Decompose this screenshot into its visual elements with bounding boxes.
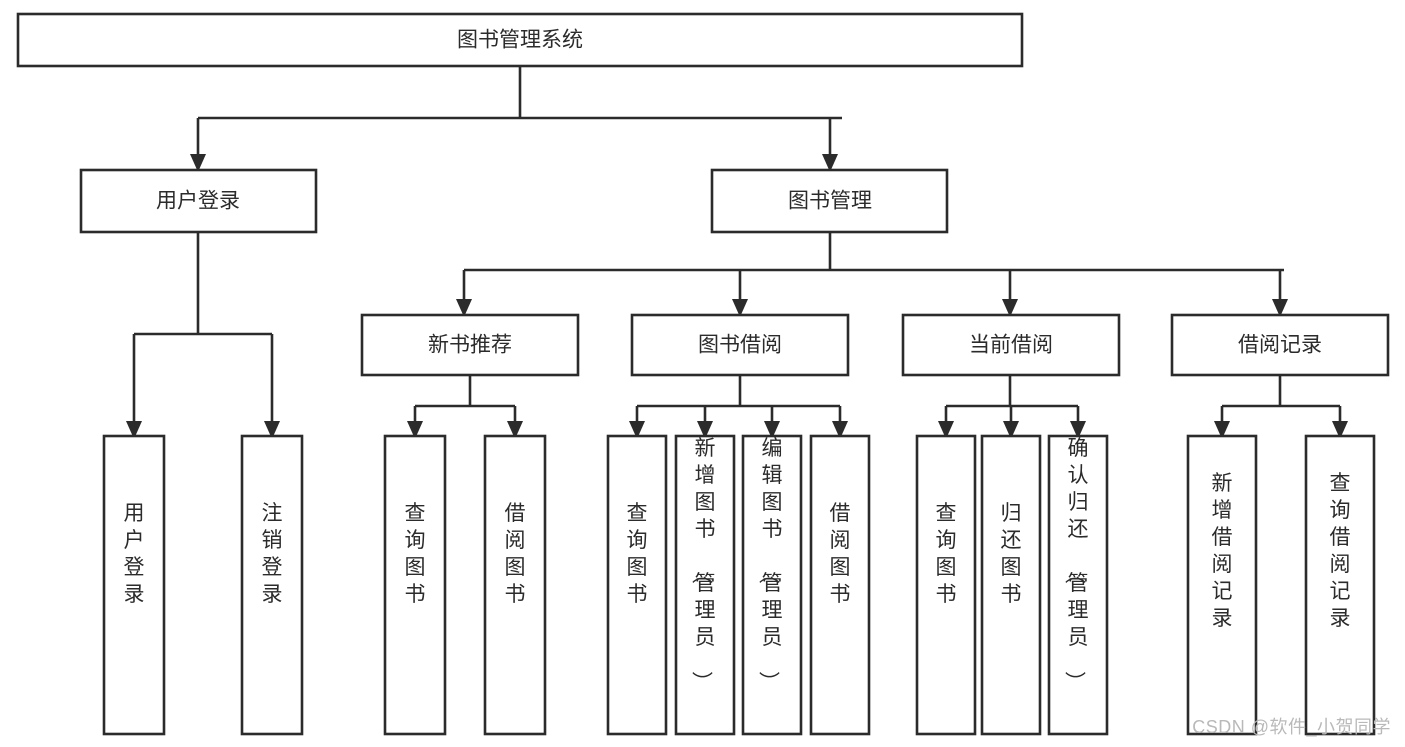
leaf-bookborrow-edit-label: 编辑图书（管理员） — [757, 437, 783, 692]
leaf-currentborrow-return-label: 归还图书 — [1001, 502, 1022, 606]
leaf-bookborrow-query[interactable]: 查询图书 — [606, 434, 668, 736]
connector-root-to-level2 — [190, 66, 842, 172]
leaf-currentborrow-confirm[interactable]: 确认归还（管理员） — [1047, 434, 1109, 736]
node-book-management[interactable]: 图书管理 — [710, 168, 949, 234]
node-current-borrow-label: 当前借阅 — [969, 334, 1053, 357]
leaf-currentborrow-confirm-label: 确认归还（管理员） — [1063, 437, 1089, 692]
leaf-user-login-signin-label: 用户登录 — [124, 502, 145, 606]
node-user-login[interactable]: 用户登录 — [79, 168, 318, 234]
node-root-system[interactable]: 图书管理系统 — [16, 12, 1024, 68]
leaf-currentborrow-query-label: 查询图书 — [936, 502, 957, 606]
connector-currentborrow-to-leaves — [938, 375, 1086, 439]
leaf-newbook-borrow-label: 借阅图书 — [505, 502, 526, 606]
node-book-borrow[interactable]: 图书借阅 — [630, 313, 850, 377]
leaf-currentborrow-return[interactable]: 归还图书 — [980, 434, 1042, 736]
node-borrow-record-label: 借阅记录 — [1238, 334, 1322, 357]
connector-newbook-to-leaves — [407, 375, 523, 439]
connector-bookborrow-to-leaves — [629, 375, 848, 439]
leaf-bookborrow-borrow-label: 借阅图书 — [830, 502, 851, 606]
connector-bookmgmt-to-level3 — [456, 232, 1288, 317]
node-book-borrow-label: 图书借阅 — [698, 334, 782, 357]
node-book-management-label: 图书管理 — [788, 190, 872, 213]
node-borrow-record[interactable]: 借阅记录 — [1170, 313, 1390, 377]
connector-borrowrecord-to-leaves — [1214, 375, 1348, 439]
leaf-bookborrow-borrow[interactable]: 借阅图书 — [809, 434, 871, 736]
node-new-book-recommend-label: 新书推荐 — [428, 334, 512, 357]
leaf-currentborrow-query[interactable]: 查询图书 — [915, 434, 977, 736]
connector-userlogin-to-leaves — [126, 232, 280, 439]
node-root-system-label: 图书管理系统 — [457, 29, 583, 52]
leaf-bookborrow-edit[interactable]: 编辑图书（管理员） — [741, 434, 803, 736]
leaf-borrowrecord-add[interactable]: 新增借阅记录 — [1186, 434, 1258, 736]
node-current-borrow[interactable]: 当前借阅 — [901, 313, 1121, 377]
leaf-bookborrow-query-label: 查询图书 — [627, 502, 648, 606]
leaf-borrowrecord-query-label: 查询借阅记录 — [1330, 472, 1351, 630]
leaf-user-login-signin[interactable]: 用户登录 — [102, 434, 166, 736]
leaf-borrowrecord-query[interactable]: 查询借阅记录 — [1304, 434, 1376, 736]
leaf-bookborrow-add[interactable]: 新增图书（管理员） — [674, 434, 736, 736]
leaf-newbook-query-label: 查询图书 — [405, 502, 426, 606]
leaf-borrowrecord-add-label: 新增借阅记录 — [1212, 472, 1233, 630]
leaf-bookborrow-add-label: 新增图书（管理员） — [690, 437, 716, 692]
leaf-user-login-signout[interactable]: 注销登录 — [240, 434, 304, 736]
node-new-book-recommend[interactable]: 新书推荐 — [360, 313, 580, 377]
csdn-watermark: CSDN @软件_小贺同学 — [1192, 717, 1391, 737]
leaf-newbook-borrow[interactable]: 借阅图书 — [483, 434, 547, 736]
leaf-user-login-signout-label: 注销登录 — [262, 502, 283, 606]
leaf-newbook-query[interactable]: 查询图书 — [383, 434, 447, 736]
node-user-login-label: 用户登录 — [156, 190, 240, 213]
